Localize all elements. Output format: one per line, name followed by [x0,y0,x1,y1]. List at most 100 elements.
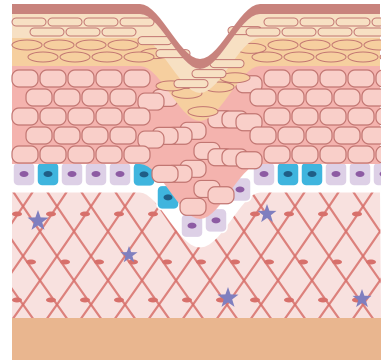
spinosum-cell [68,146,94,163]
spinosum-cell [124,146,150,163]
corneum-cell [282,28,316,36]
spinosum-cell [348,146,374,163]
fiber-node [114,212,124,217]
corneum-cell [138,37,172,45]
corneum-cell [48,18,82,26]
hypodermis-layer [12,318,381,360]
spinosum-cell [82,127,108,144]
fiber-node [80,212,90,217]
cell-nucleus [236,186,245,192]
cell-nucleus [140,171,149,177]
cell-nucleus [92,171,101,177]
cell-nucleus [212,217,221,223]
fiber-node [46,212,56,217]
granulosum-cell [92,52,122,62]
fiber-node [80,298,90,303]
cell-nucleus [116,171,125,177]
cell-nucleus [20,171,29,177]
spinosum-cell [110,127,136,144]
fiber-node [94,260,104,265]
granulosum-cell [60,52,90,62]
cell-nucleus [356,171,365,177]
corneum-cell [372,18,381,26]
granulosum-cell [332,40,362,50]
spinosum-cell [278,127,304,144]
fiber-node [0,260,2,265]
granulosum-cell [12,40,42,50]
fiber-node [12,212,22,217]
spinosum-cell [68,108,94,125]
granulosum-cell [28,52,58,62]
spinosum-cell [264,70,290,87]
fiber-node [332,260,342,265]
spinosum-cell [264,146,290,163]
spinosum-cell [124,70,150,87]
spinosum-cell [54,89,80,106]
granulosum-cell [348,52,378,62]
spinosum-cell [68,70,94,87]
corneum-cell [264,18,298,26]
granulosum-cell [188,107,218,117]
cell-nucleus [164,194,173,200]
fiber-node [284,298,294,303]
spinosum-cell [362,127,381,144]
granulosum-cell [300,40,330,50]
spinosum-cell [278,89,304,106]
corneum-cell [66,28,100,36]
spinosum-cell [124,108,150,125]
fiber-node [148,212,158,217]
spinosum-cell [236,152,262,169]
spinosum-cell [26,127,52,144]
fiber-node [264,260,274,265]
fiber-node [114,298,124,303]
spinosum-cell [320,108,346,125]
spinosum-cell [54,127,80,144]
spinosum-cell [292,146,318,163]
spinosum-cell [334,89,360,106]
corneum-cell [174,80,208,88]
fiber-node [318,212,328,217]
corneum-cell [102,28,136,36]
spinosum-cell [82,89,108,106]
spinosum-cell [40,146,66,163]
spinosum-cell [362,89,381,106]
corneum-cell [12,18,46,26]
fiber-node [352,212,362,217]
spinosum-cell [292,70,318,87]
spinosum-cell [152,165,178,182]
spinosum-cell [320,70,346,87]
cell-nucleus [332,171,341,177]
fiber-node [250,212,260,217]
cell-nucleus [284,171,293,177]
granulosum-cell [252,52,282,62]
fiber-node [162,260,172,265]
spinosum-cell [348,70,374,87]
corneum-cell [210,60,244,68]
spinosum-cell [306,89,332,106]
cell-nucleus [260,171,269,177]
fiber-node [284,212,294,217]
fiber-node [318,298,328,303]
spinosum-cell [250,127,276,144]
corneum-cell [300,18,334,26]
granulosum-cell [316,52,346,62]
spinosum-cell [40,108,66,125]
spinosum-cell [306,127,332,144]
spinosum-cell [264,108,290,125]
cell-nucleus [68,171,77,177]
granulosum-cell [44,40,74,50]
spinosum-cell [334,127,360,144]
fiber-node [182,298,192,303]
spinosum-cell [292,108,318,125]
granulosum-cell [76,40,106,50]
spinosum-cell [96,146,122,163]
spinosum-cell [96,70,122,87]
spinosum-cell [12,70,38,87]
spinosum-cell [320,146,346,163]
fiber-node [250,298,260,303]
cell-nucleus [44,171,53,177]
fiber-node [366,260,376,265]
spinosum-cell [12,146,38,163]
fiber-node [148,298,158,303]
fiber-node [46,298,56,303]
